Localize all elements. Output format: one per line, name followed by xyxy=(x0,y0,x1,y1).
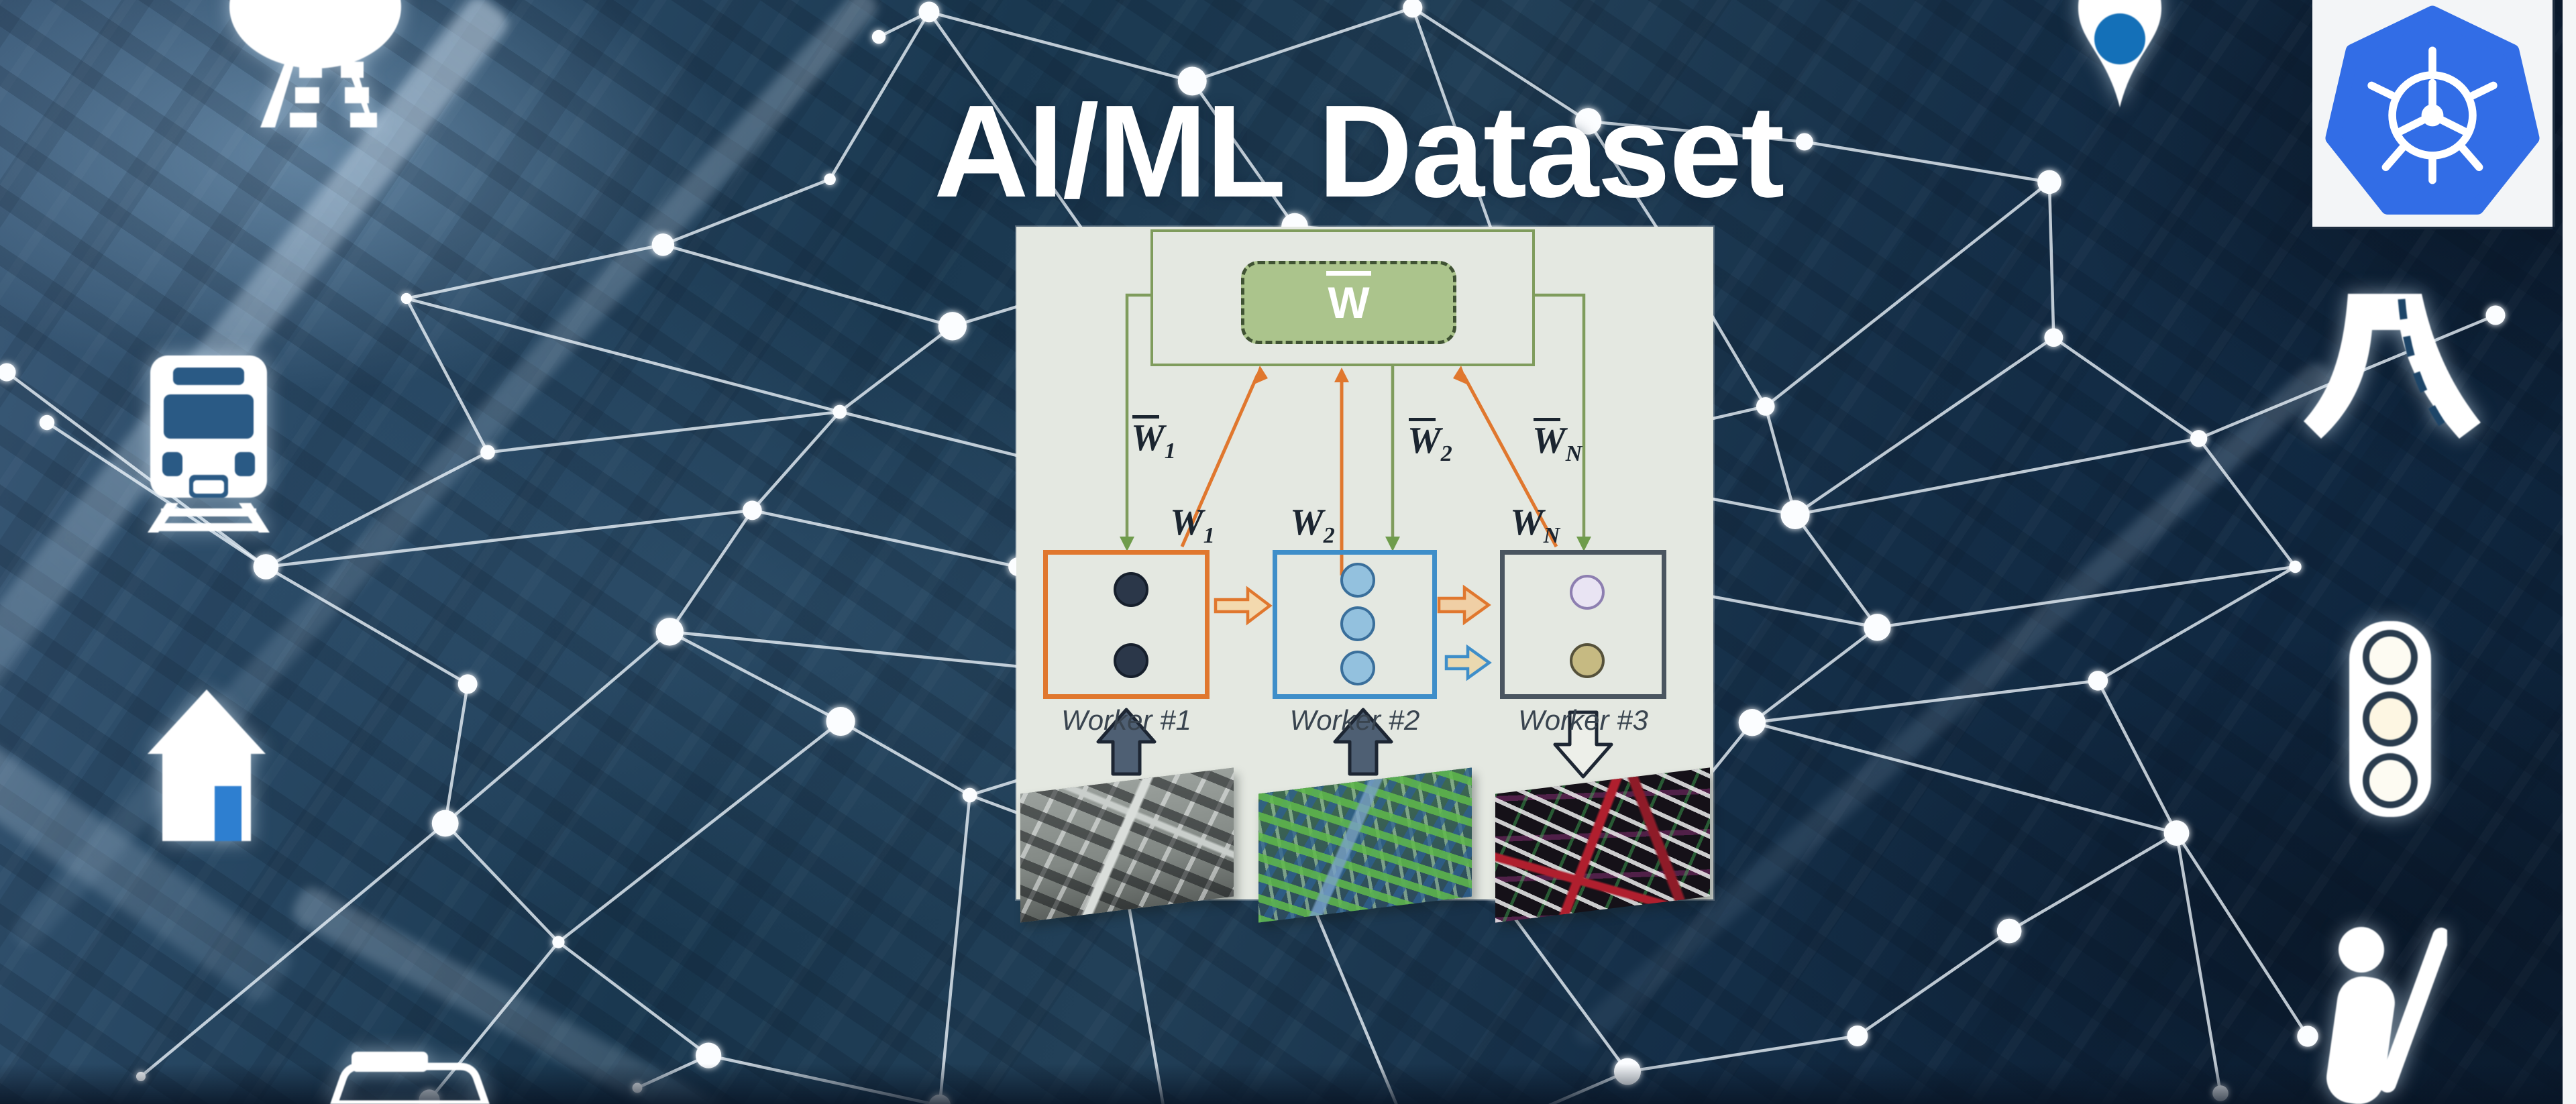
upload-lines xyxy=(1180,373,1558,575)
network-node xyxy=(1403,0,1423,18)
edge-label-wbar1: W1 xyxy=(1131,415,1176,463)
neuron-dot xyxy=(1114,572,1148,607)
network-node xyxy=(824,173,836,186)
network-node xyxy=(655,618,684,646)
network-node xyxy=(1780,500,1810,529)
network-node xyxy=(400,292,412,305)
worker2-to-worker3-blue-arrow xyxy=(1444,644,1492,681)
worker-1-label: Worker #1 xyxy=(1061,704,1191,736)
network-node xyxy=(0,363,16,382)
neuron-dot xyxy=(1114,643,1148,678)
averaged-weights-node: W xyxy=(1241,261,1456,344)
network-node xyxy=(2297,1026,2318,1047)
edge-label-w1: W1 xyxy=(1170,502,1215,548)
network-node xyxy=(833,404,847,419)
network-node xyxy=(826,707,855,736)
network-node xyxy=(1996,918,2022,944)
network-node xyxy=(2289,560,2302,573)
edge-label-w2: W2 xyxy=(1290,502,1335,548)
page-title: AI/ML Dataset xyxy=(934,78,1784,225)
edge-label-wN: WN xyxy=(1510,502,1560,548)
traffic-light-icon xyxy=(2347,618,2434,820)
averaged-weights-label: W xyxy=(1326,271,1371,327)
worker2-to-worker3-orange-arrow xyxy=(1437,584,1491,626)
worker-3-label: Worker #3 xyxy=(1518,704,1648,736)
neuron-dot xyxy=(1340,651,1375,685)
taxi-icon xyxy=(321,1046,502,1104)
network-node xyxy=(1795,133,1813,151)
train-icon xyxy=(131,350,286,538)
worker1-to-worker2-arrow xyxy=(1214,586,1273,626)
network-node xyxy=(871,30,886,44)
network-node xyxy=(938,312,967,341)
worker-1-box xyxy=(1043,550,1210,699)
road-lanes-icon xyxy=(221,0,409,127)
network-node xyxy=(2037,170,2061,195)
edge-label-wbar2: W2 xyxy=(1407,418,1452,466)
satellite-image-segmentation-red xyxy=(1495,767,1710,923)
network-node xyxy=(431,810,459,837)
diagram-panel: W xyxy=(1016,227,1713,923)
network-node xyxy=(1738,709,1766,736)
network-node xyxy=(552,936,565,948)
worker-3-box xyxy=(1500,550,1666,699)
network-node xyxy=(742,500,762,520)
worker-2-label: Worker #2 xyxy=(1289,704,1420,736)
upload-arrowheads xyxy=(1252,366,1468,385)
passenger-seat-icon xyxy=(2326,927,2447,1104)
network-node xyxy=(2163,820,2190,846)
parameter-server-box xyxy=(1150,229,1535,366)
network-node xyxy=(1756,397,1775,416)
highway-icon xyxy=(2301,290,2489,444)
network-node xyxy=(253,554,279,579)
neuron-dot xyxy=(1340,606,1375,641)
network-node xyxy=(458,674,478,694)
satellite-image-grayscale xyxy=(1020,767,1234,923)
house-icon xyxy=(146,685,267,846)
bottom-shade xyxy=(0,1064,2576,1104)
network-node xyxy=(2190,430,2208,447)
network-node xyxy=(480,445,495,460)
network-node xyxy=(39,415,55,431)
network-node xyxy=(2485,305,2506,325)
kubernetes-logo-icon xyxy=(2325,5,2540,215)
location-pin-icon xyxy=(2073,0,2167,134)
network-node xyxy=(651,233,675,256)
worker-2-box xyxy=(1273,550,1437,699)
page-edge-strip xyxy=(2563,0,2576,1104)
network-node xyxy=(1177,66,1207,96)
network-node xyxy=(1574,108,1602,135)
neuron-dot xyxy=(1340,563,1375,598)
neuron-dot xyxy=(1570,575,1605,610)
neuron-dot xyxy=(1570,643,1605,678)
network-node xyxy=(962,787,977,803)
network-node xyxy=(1864,614,1891,641)
network-node xyxy=(1847,1025,1868,1046)
edge-label-wbarN: WN xyxy=(1532,418,1582,466)
network-node xyxy=(2044,328,2063,347)
network-node xyxy=(696,1042,722,1068)
network-node xyxy=(2088,671,2108,691)
network-node xyxy=(918,1,940,23)
satellite-image-classified-green xyxy=(1258,767,1472,923)
kubernetes-badge xyxy=(2312,0,2553,227)
